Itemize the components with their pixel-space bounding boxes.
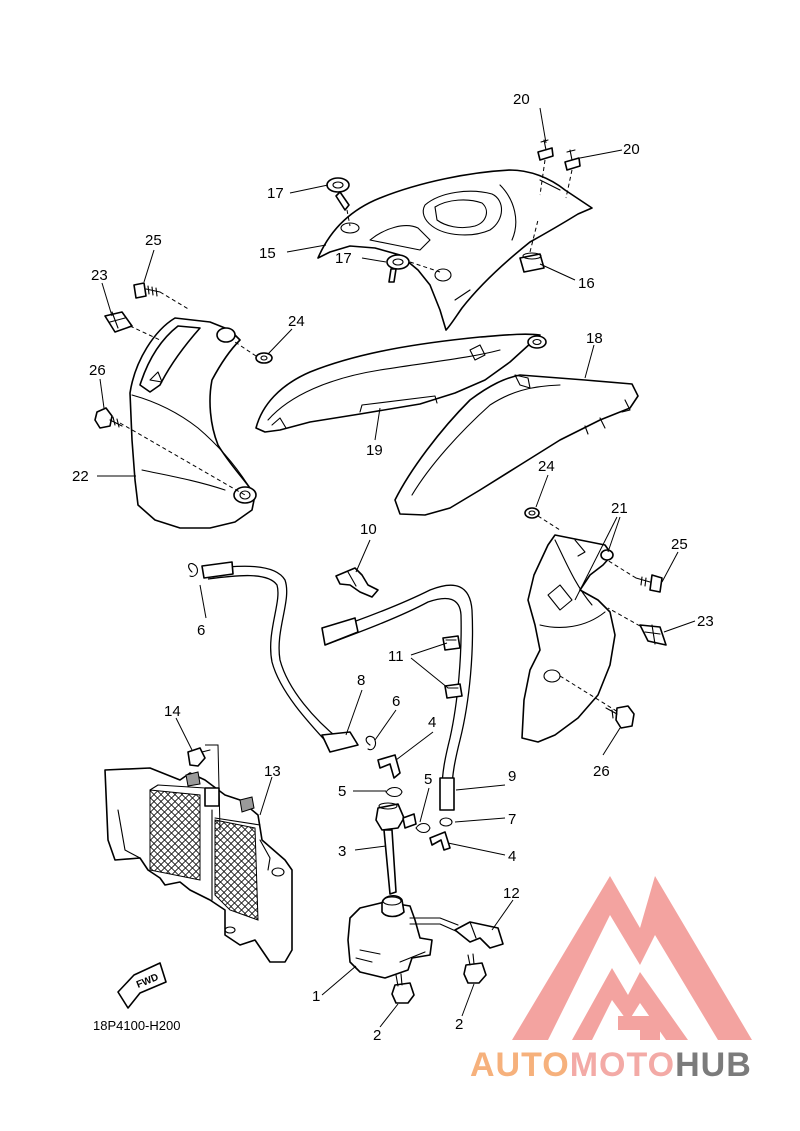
callout-4b: 4 (508, 848, 516, 865)
bolt-part-26b (605, 705, 635, 729)
callout-2b: 2 (455, 1016, 463, 1033)
watermark-hub: HUB (675, 1046, 752, 1084)
diagram-code: 18P4100-H200 (93, 1018, 180, 1033)
forward-arrow-icon: FWD (117, 962, 167, 1009)
callout-22: 22 (72, 468, 89, 485)
callout-23a: 23 (91, 267, 108, 284)
joint-part-4a (377, 754, 401, 779)
callout-21: 21 (611, 500, 628, 517)
radiator-guard-part-13 (104, 767, 293, 963)
coolant-reservoir-part-1 (347, 895, 459, 979)
side-cover-part-19 (255, 333, 547, 433)
washer-part-24b (524, 507, 561, 531)
callout-15: 15 (259, 245, 276, 262)
callout-14: 14 (164, 703, 181, 720)
clip-part-17b (386, 254, 441, 283)
callout-25a: 25 (145, 232, 162, 249)
callout-3: 3 (338, 843, 346, 860)
callout-6b: 6 (392, 693, 400, 710)
air-shroud-part-21 (521, 534, 619, 743)
callout-7: 7 (508, 811, 516, 828)
hose-clip-part-6b (365, 735, 376, 751)
hose-clamp-part-10 (335, 567, 379, 598)
bolt-part-25a (133, 282, 191, 311)
bolt-part-26a (94, 407, 123, 429)
shroud-part-18 (394, 374, 639, 516)
watermark-logo-icon (512, 876, 752, 1040)
tank-cap-part-3 (375, 802, 417, 895)
callout-23b: 23 (697, 613, 714, 630)
callout-numbers: 20 20 17 15 17 16 25 23 24 26 22 18 19 2… (72, 91, 714, 1044)
callout-6a: 6 (197, 622, 205, 639)
watermark-text: AUTOMOTOHUB (470, 1046, 752, 1085)
callout-18: 18 (586, 330, 603, 347)
callout-11: 11 (388, 648, 404, 665)
callout-1: 1 (312, 988, 320, 1005)
hose-part-9 (321, 584, 474, 811)
rivet-part-20b (564, 149, 581, 199)
leader-lines (97, 107, 696, 1028)
hose-clip-part-11b (444, 683, 463, 699)
callout-20a: 20 (513, 91, 530, 108)
hose-clip-part-11a (442, 635, 461, 651)
callout-2a: 2 (373, 1027, 381, 1044)
tank-cover-part-15 (317, 169, 593, 331)
callout-20b: 20 (623, 141, 640, 158)
hose-clip-part-6a (188, 563, 198, 577)
callout-17b: 17 (335, 250, 352, 267)
clip-part-7 (439, 817, 453, 827)
joint-part-4b (429, 831, 451, 851)
callout-26b: 26 (593, 763, 610, 780)
callout-4a: 4 (428, 714, 436, 731)
clip-nut-part-23a (104, 311, 161, 341)
clip-part-17a (326, 177, 351, 227)
callout-8: 8 (357, 672, 365, 689)
callout-26a: 26 (89, 362, 106, 379)
callout-24b: 24 (538, 458, 555, 475)
air-shroud-part-22 (119, 317, 257, 529)
bolt-part-2b (463, 953, 487, 984)
watermark-moto: MOTO (569, 1046, 676, 1084)
watermark-auto: AUTO (470, 1046, 570, 1084)
callout-12: 12 (503, 885, 520, 902)
callout-17a: 17 (267, 185, 284, 202)
callout-13: 13 (264, 763, 281, 780)
washer-part-24a (231, 339, 273, 364)
clip-nut-part-23b (607, 607, 667, 646)
callout-9: 9 (508, 768, 516, 785)
callout-16: 16 (578, 275, 595, 292)
callout-19: 19 (366, 442, 383, 459)
bolt-part-25b (606, 559, 663, 593)
callout-5b: 5 (424, 771, 432, 788)
bolt-part-14 (187, 744, 221, 831)
callout-5a: 5 (338, 783, 346, 800)
bracket-part-12 (454, 921, 504, 949)
callout-10: 10 (360, 521, 377, 538)
overflow-hose-part-8 (201, 561, 359, 753)
bolt-part-2a (391, 973, 415, 1004)
callout-24a: 24 (288, 313, 305, 330)
clip-part-5a (385, 786, 403, 798)
callout-25b: 25 (671, 536, 688, 553)
grommet-part-16 (519, 219, 545, 273)
clip-part-5b (415, 822, 431, 834)
rivet-part-20a (537, 139, 554, 196)
